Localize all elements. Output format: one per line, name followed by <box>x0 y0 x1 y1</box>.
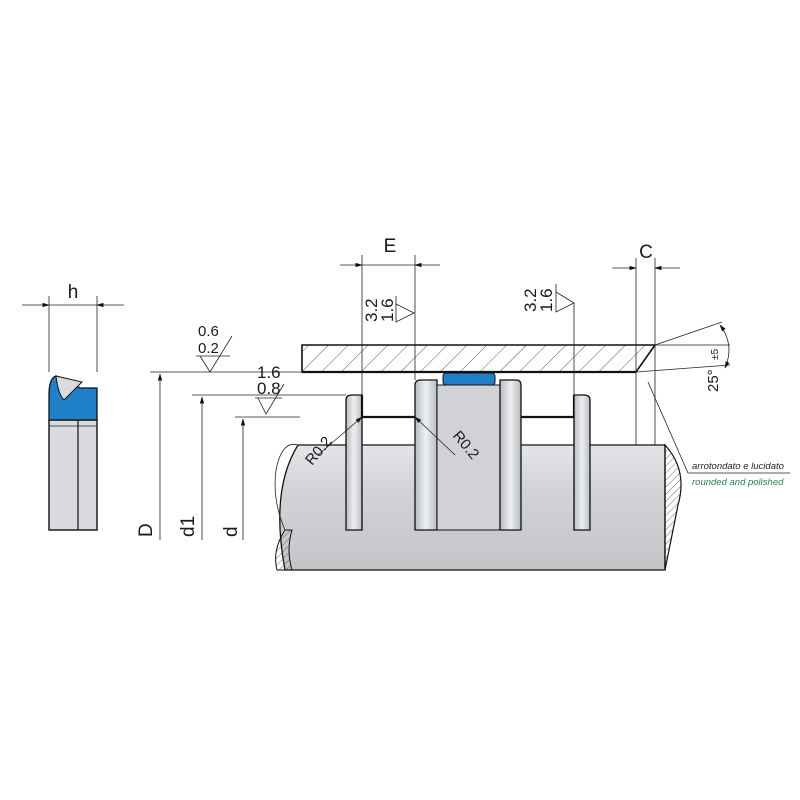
guide-ring-blue <box>442 372 496 386</box>
dim-h-label: h <box>68 282 79 303</box>
seal-lip-notch <box>55 375 83 401</box>
land-left <box>345 394 363 531</box>
dim-C: C <box>612 242 680 445</box>
dim-D-label: D <box>136 523 157 537</box>
chamfer-angle: 25° ±5 <box>635 321 731 392</box>
piston-lands <box>345 372 591 531</box>
land-center-left <box>414 379 438 531</box>
edge-note: arrotondato e lucidato rounded and polis… <box>647 381 790 488</box>
rod-right-end-section <box>664 443 682 571</box>
roughness-1-6-left: 1.6 <box>257 363 281 382</box>
dim-E: E <box>340 236 440 395</box>
diameter-dims: D d1 d <box>136 371 346 540</box>
roughness-groove-b: 3.2 1.6 <box>521 284 575 395</box>
roughness-0-8-left: 0.8 <box>257 379 281 398</box>
angle-tolerance: ±5 <box>710 349 721 360</box>
roughness-groove-b-top: 3.2 <box>521 288 540 312</box>
seal-body <box>48 419 98 531</box>
dim-d-label: d <box>221 526 242 537</box>
housing <box>301 344 657 374</box>
dim-E-label: E <box>384 236 397 257</box>
note-english: rounded and polished <box>692 477 784 488</box>
angle-value: 25° <box>705 369 722 392</box>
roughness-0-6: 0.6 <box>198 323 219 340</box>
roughness-groove-a: 3.2 1.6 <box>362 296 415 323</box>
roughness-0-2: 0.2 <box>198 340 219 357</box>
roughness-groove-a-bottom: 1.6 <box>378 298 397 322</box>
roughness-left: 0.6 0.2 1.6 0.8 <box>196 323 285 415</box>
roughness-groove-b-bottom: 1.6 <box>537 288 556 312</box>
dim-C-label: C <box>639 242 653 263</box>
seal-profile: h <box>22 282 124 531</box>
housing-section <box>301 344 657 373</box>
note-italian: arrotondato e lucidato <box>692 461 784 472</box>
roughness-groove-a-top: 3.2 <box>362 298 381 322</box>
dim-d1-label: d1 <box>178 516 199 537</box>
land-right <box>573 394 591 531</box>
land-center-right <box>499 379 522 531</box>
land-center-mid <box>436 384 501 531</box>
rod-left-end-section <box>275 529 293 571</box>
